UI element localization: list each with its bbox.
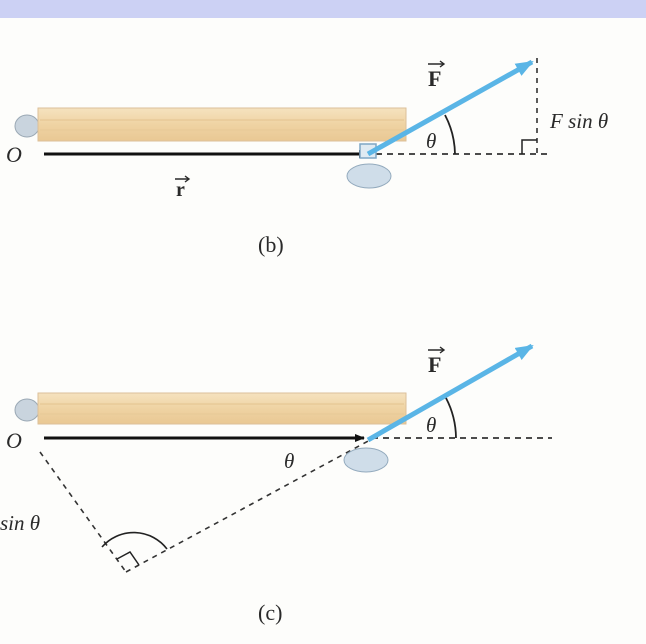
force-vector-arrow [366,343,534,443]
panel-b: O r F θ F sin θ (b) [6,58,608,257]
force-label-arrow [428,346,446,354]
lever-arm-dashed [39,451,127,573]
pivot-base [343,447,389,473]
header-band [0,0,646,18]
angle-arc [445,397,457,439]
right-angle-arc [101,531,168,550]
component-label: F sin θ [549,109,608,133]
position-label-arrow [175,175,191,183]
right-angle-marker [116,551,140,566]
force-label: F [428,66,441,91]
caption-b: (b) [258,232,284,257]
pivot-base [346,163,392,189]
force-label: F [428,352,441,377]
caption-c: (c) [258,600,282,625]
angle-label-r: θ [284,449,294,473]
hinge-knob [14,398,40,422]
lever-label: sin θ [0,511,40,535]
origin-label: O [6,428,22,453]
board [37,107,407,142]
force-line-extension-dashed [125,439,371,573]
origin-label: O [6,142,22,167]
angle-label-force: θ [426,413,436,437]
force-label-arrow [428,60,446,68]
angle-arc [444,114,456,155]
right-angle-marker [521,139,537,154]
force-vector-arrow [366,59,534,157]
panel-c: O F θ θ sin θ (c) [0,343,552,625]
board [37,392,407,425]
angle-label: θ [426,129,436,153]
position-label: r [176,179,185,201]
hinge-knob [14,114,40,138]
